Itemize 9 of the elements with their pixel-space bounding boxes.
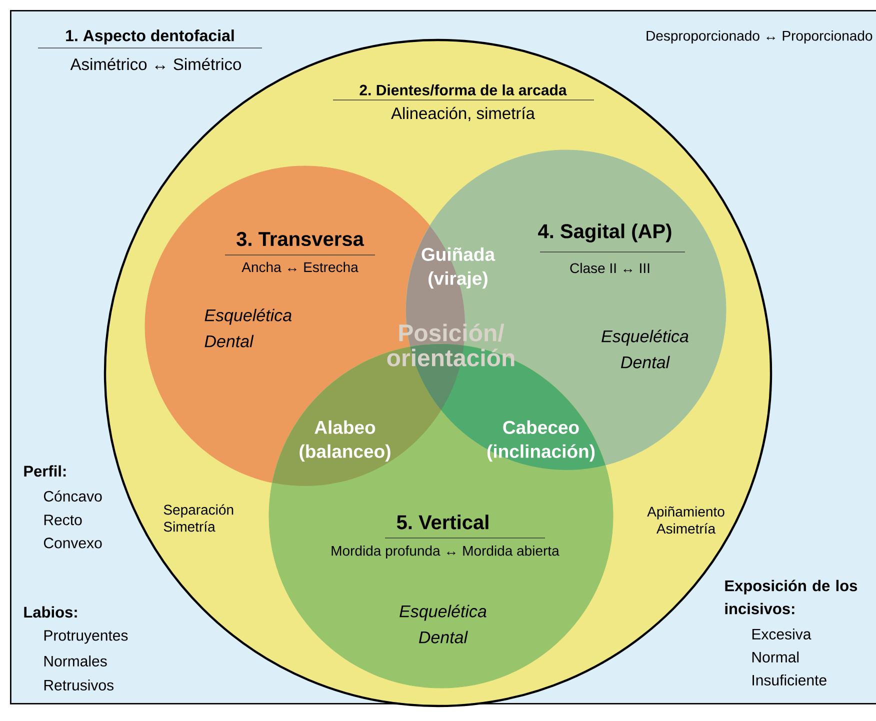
region-label: Separación Simetría: [164, 504, 234, 532]
list-item: Convexo: [44, 538, 102, 548]
list-item: Cóncavo: [44, 490, 102, 502]
overlap-label: Cabeceo (inclinación): [487, 420, 595, 462]
list-heading: Labios:: [24, 606, 77, 618]
region-label: Apiñamiento Asimetría: [647, 506, 724, 534]
list-heading: Perfil:: [24, 465, 66, 477]
overlap-label: Alabeo (balanceo): [300, 420, 390, 462]
list-item: Recto: [44, 514, 82, 526]
